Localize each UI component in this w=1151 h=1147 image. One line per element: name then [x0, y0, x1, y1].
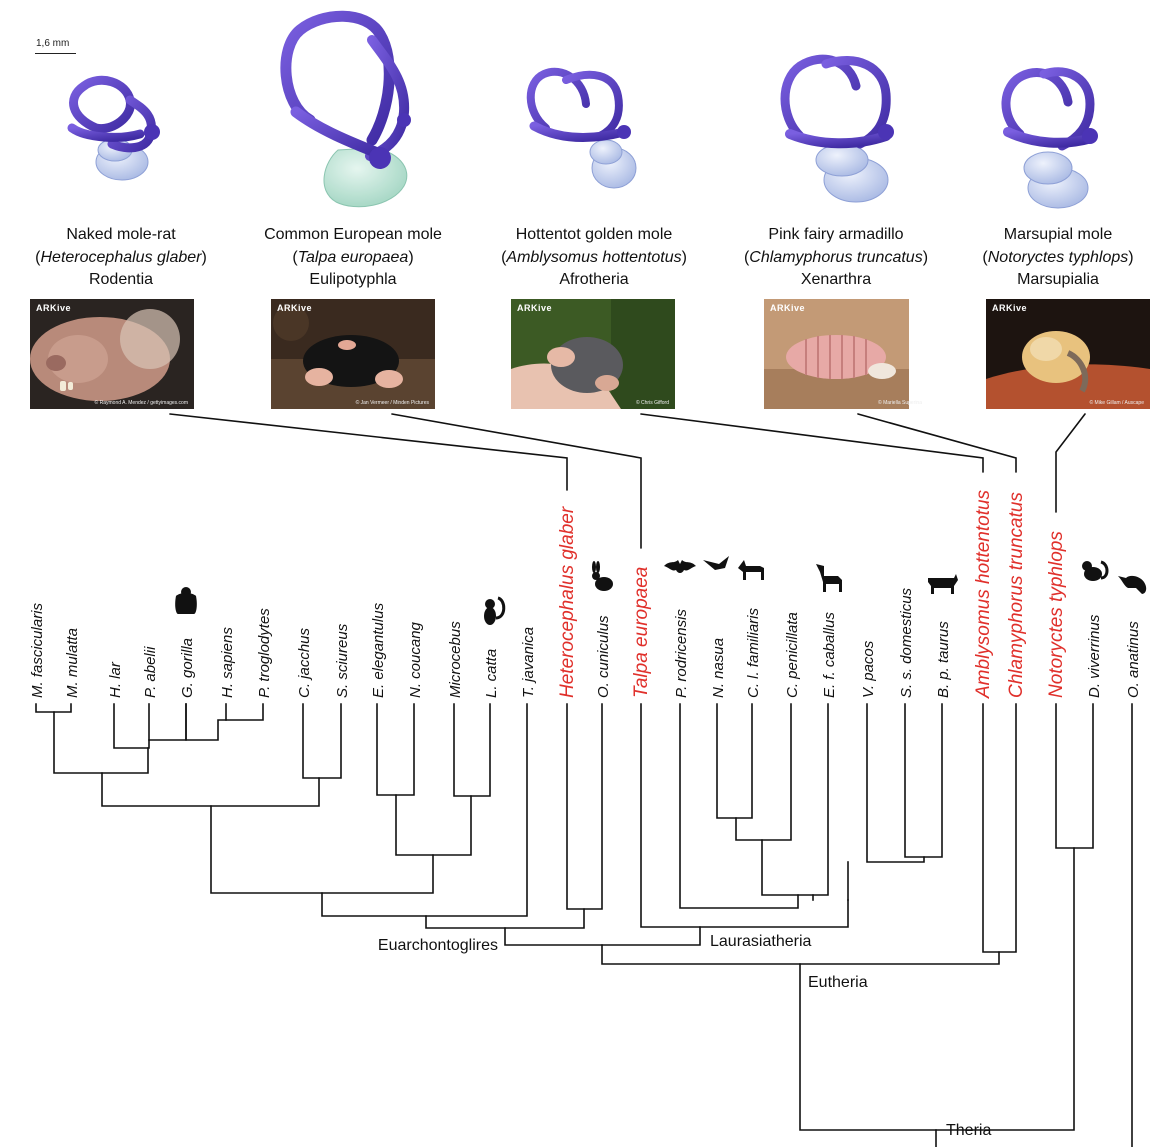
- clade-name: Marsupialia: [938, 269, 1151, 292]
- arkive-logo: ARKive: [277, 303, 312, 313]
- caption-armadillo: Pink fairy armadillo (Chlamyphorus trunc…: [716, 224, 956, 292]
- clade-label-laurasiatheria: Laurasiatheria: [710, 933, 812, 950]
- clade-labels: Euarchontoglires Laurasiatheria Eutheria…: [378, 933, 992, 1139]
- taxon-label: P. troglodytes: [256, 608, 273, 698]
- taxon-label: V. pacos: [860, 640, 877, 698]
- photo-naked-mole-rat: ARKive © Raymond A. Mendez / gettyimages…: [30, 299, 194, 409]
- photo-credit: © Mariella Superina: [878, 400, 922, 406]
- photo-credit: © Chris Gifford: [636, 400, 669, 406]
- clade-label-theria: Theria: [946, 1122, 991, 1139]
- scientific-name: Notoryctes typhlops: [988, 249, 1129, 266]
- silhouette-icons: [175, 556, 1146, 625]
- taxon-label: H. sapiens: [219, 627, 236, 698]
- taxon-labels: M. fascicularis M. mulatta H. lar P. abelii…: [29, 489, 1142, 699]
- platypus-icon: [1118, 576, 1146, 594]
- inner-ear-naked-mole-rat: [72, 80, 160, 180]
- taxon-label: C. l. familiaris: [745, 607, 762, 698]
- taxon-label: S. s. domesticus: [898, 587, 915, 698]
- gorilla-icon: [175, 587, 197, 614]
- taxon-label: C. penicillata: [784, 612, 801, 698]
- scientific-name: Heterocephalus glaber: [41, 249, 202, 266]
- taxon-label: Microcebus: [447, 621, 464, 698]
- caption-golden-mole: Hottentot golden mole (Amblysomus hotten…: [474, 224, 714, 292]
- scientific-name: Chlamyphorus truncatus: [749, 249, 922, 266]
- clade-label-eutheria: Eutheria: [808, 974, 868, 991]
- taxon-label: M. fascicularis: [29, 602, 46, 698]
- taxon-label-highlighted: Amblysomus hottentotus: [973, 489, 994, 699]
- photo-armadillo: ARKive © Mariella Superina: [764, 299, 928, 409]
- taxon-label: H. lar: [107, 661, 124, 698]
- caption-marsupial-mole: Marsupial mole (Notoryctes typhlops) Mar…: [938, 224, 1151, 292]
- cow-icon: [928, 574, 958, 594]
- caption-naked-mole-rat: Naked mole-rat (Heterocephalus glaber) R…: [1, 224, 241, 292]
- photo-credit: © Raymond A. Mendez / gettyimages.com: [95, 400, 188, 406]
- caption-european-mole: Common European mole (Talpa europaea) Eu…: [233, 224, 473, 292]
- bat-icon: [664, 560, 696, 573]
- scientific-name: Amblysomus hottentotus: [506, 249, 681, 266]
- taxon-label: T. javanica: [520, 627, 537, 698]
- common-name: Marsupial mole: [938, 224, 1151, 247]
- common-name: Hottentot golden mole: [474, 224, 714, 247]
- marsupial-mole-photo: [986, 299, 1150, 409]
- inner-ear-golden-mole: [531, 72, 636, 188]
- european-mole-photo: [271, 299, 435, 409]
- inner-ear-marsupial-mole: [1006, 72, 1098, 208]
- taxon-label-highlighted: Chlamyphorus truncatus: [1006, 492, 1027, 698]
- common-name: Naked mole-rat: [1, 224, 241, 247]
- taxon-label: O. cuniculus: [595, 615, 612, 698]
- clade-label-euarchontoglires: Euarchontoglires: [378, 937, 498, 954]
- dog-icon: [738, 560, 764, 580]
- taxon-label: P. rodricensis: [673, 609, 690, 698]
- taxon-label: E. elegantulus: [370, 602, 387, 698]
- taxon-label: P. abelii: [142, 646, 159, 698]
- clade-name: Eulipotyphla: [233, 269, 473, 292]
- horse-icon: [816, 564, 842, 592]
- arkive-logo: ARKive: [517, 303, 552, 313]
- armadillo-photo: [764, 299, 909, 409]
- common-name: Common European mole: [233, 224, 473, 247]
- bird-icon: [703, 556, 729, 570]
- taxon-label: B. p. taurus: [935, 621, 952, 698]
- photo-credit: © Mike Gillam / Auscape: [1089, 400, 1144, 406]
- taxon-label: D. viverrinus: [1086, 614, 1103, 698]
- taxon-label: O. anatinus: [1125, 621, 1142, 698]
- lemur-icon: [484, 598, 504, 625]
- common-name: Pink fairy armadillo: [716, 224, 956, 247]
- taxon-label-highlighted: Talpa europaea: [631, 567, 652, 698]
- taxon-label: L. catta: [483, 649, 500, 698]
- taxon-label: E. f. caballus: [821, 612, 838, 698]
- clade-name: Rodentia: [1, 269, 241, 292]
- taxon-label-highlighted: Heterocephalus glaber: [557, 506, 578, 698]
- naked-mole-rat-photo: [30, 299, 194, 409]
- arkive-logo: ARKive: [770, 303, 805, 313]
- arkive-logo: ARKive: [36, 303, 71, 313]
- photo-golden-mole: ARKive © Chris Gifford: [511, 299, 675, 409]
- clade-name: Afrotheria: [474, 269, 714, 292]
- clade-name: Xenarthra: [716, 269, 956, 292]
- scientific-name: Talpa europaea: [298, 249, 409, 266]
- inner-ear-european-mole: [286, 16, 411, 207]
- taxon-label: G. gorilla: [179, 638, 196, 698]
- taxon-label: M. mulatta: [64, 628, 81, 698]
- photo-credit: © Jan Vermeer / Minden Pictures: [356, 400, 429, 406]
- taxon-label: N. coucang: [407, 621, 424, 698]
- taxon-label-highlighted: Notoryctes typhlops: [1046, 531, 1067, 698]
- photo-marsupial-mole: ARKive © Mike Gillam / Auscape: [986, 299, 1150, 409]
- inner-ear-renderings: [0, 0, 1151, 215]
- taxon-label: C. jacchus: [296, 627, 313, 698]
- taxon-label: S. sciureus: [334, 623, 351, 698]
- arkive-logo: ARKive: [992, 303, 1027, 313]
- tree-branches: [36, 414, 1132, 1147]
- golden-mole-photo: [511, 299, 675, 409]
- taxon-label: N. nasua: [710, 638, 727, 698]
- rabbit-icon: [592, 561, 613, 591]
- dasyurid-icon: [1082, 561, 1107, 581]
- photo-european-mole: ARKive © Jan Vermeer / Minden Pictures: [271, 299, 435, 409]
- inner-ear-armadillo: [785, 59, 894, 202]
